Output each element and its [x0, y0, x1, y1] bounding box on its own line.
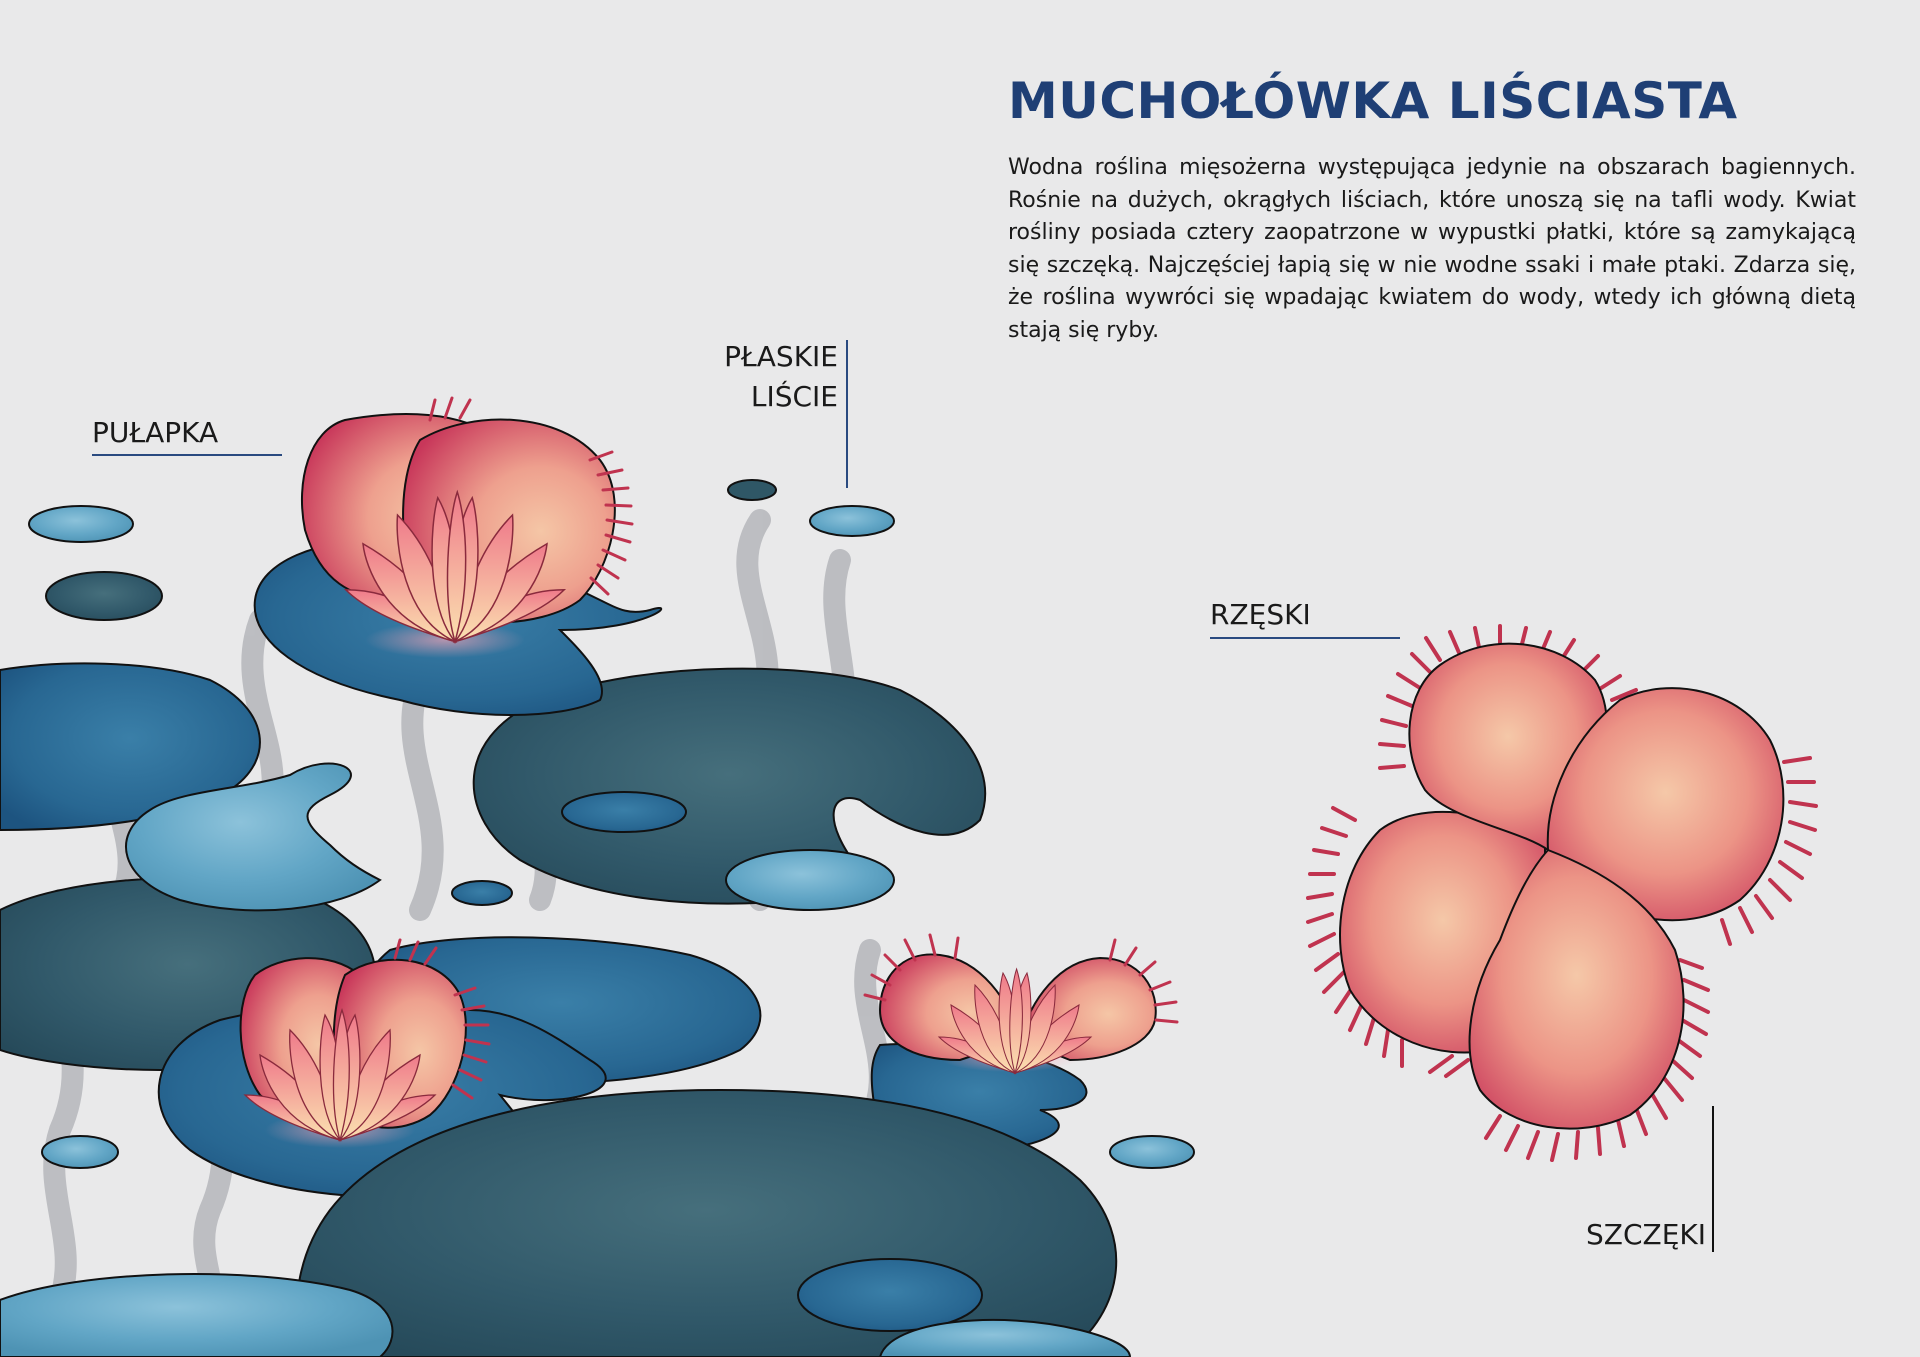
leaf-light-center — [725, 849, 895, 911]
page-title: MUCHOŁÓWKA LIŚCIASTA — [1008, 72, 1738, 130]
leaf-light-pacman — [125, 762, 382, 912]
leaf-blue-bottom-inner — [797, 1258, 983, 1332]
description: Wodna roślina mięsożerna występująca jed… — [1008, 155, 1856, 343]
label-rzeski: RZĘSKI — [1210, 598, 1311, 631]
flower-trap-lower-left — [239, 938, 491, 1141]
label-plaskie-line-2: LIŚCIE — [750, 380, 838, 413]
leaf-dark-large — [472, 667, 987, 905]
label-pulapka: PUŁAPKA — [92, 416, 219, 449]
label-plaskie-line-1: PŁASKIE — [724, 340, 838, 373]
label-szczeki: SZCZĘKI — [1586, 1218, 1706, 1251]
small-leaves — [28, 479, 1195, 1169]
label-rzeski-line — [1210, 637, 1400, 639]
leaf-light-bottom-right — [878, 1318, 1132, 1357]
label-plaskie-line — [846, 340, 848, 488]
leaf-light-bottom — [0, 1273, 394, 1357]
flower-trap-top — [301, 396, 634, 643]
label-szczeki-line — [1712, 1106, 1714, 1252]
flower-trap-right-small — [863, 933, 1179, 1074]
flower-trap-open-large — [1306, 624, 1818, 1162]
label-pulapka-line — [92, 454, 282, 456]
leaf-blue-center — [561, 791, 687, 833]
leaf-blue-left — [0, 662, 261, 832]
